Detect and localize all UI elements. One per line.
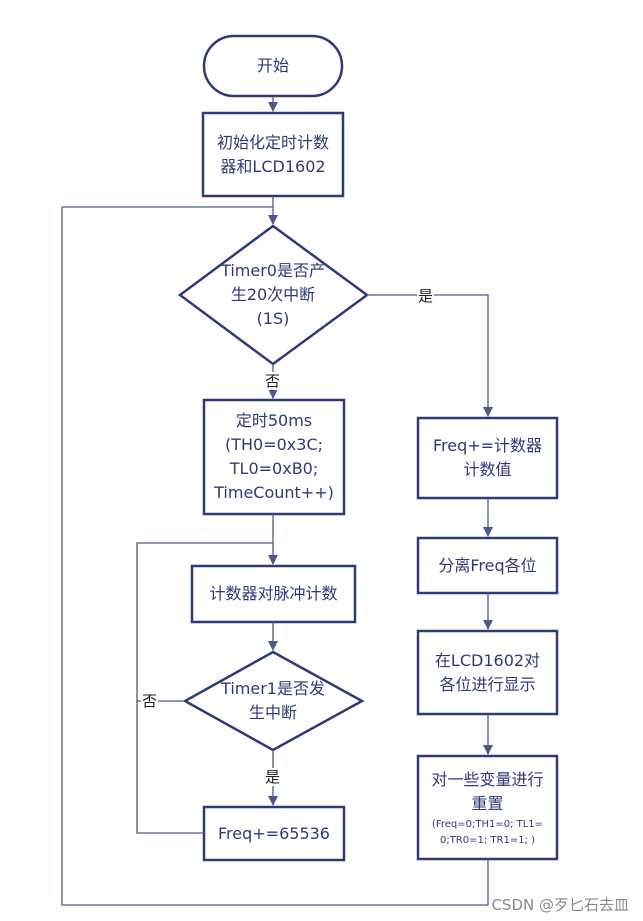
timer-label: 定时50ms (TH0=0x3C; TL0=0xB0; TimeCount++): [204, 400, 344, 514]
reset-text-line2: 重置: [471, 793, 504, 813]
freq-count-text-line1: Freq+=计数器: [432, 436, 543, 455]
count-pulse-box: [190, 564, 357, 624]
init-label: 初始化定时计数 器和LCD1602: [203, 113, 343, 196]
freq-count-label: Freq+=计数器 计数值: [418, 418, 557, 498]
reset-detail-line1: (Freq=0;TH1=0; TL1=: [431, 818, 544, 830]
timer-text-line3: TL0=0xB0;: [229, 459, 319, 478]
decision1-text-line2: 生中断: [248, 703, 297, 722]
display-box: [416, 629, 559, 716]
freq-add-text: Freq+=65536: [218, 823, 330, 843]
init-box: [201, 111, 345, 198]
count-pulse-label: 计数器对脉冲计数: [192, 566, 355, 622]
decision0-text-line2: 生20次中断: [230, 285, 316, 304]
freq-count-text-line2: 计数值: [463, 460, 512, 479]
decision-timer0-label: Timer0是否产 生20次中断 (1S): [200, 254, 346, 336]
edge-decision0-yes: [367, 294, 493, 417]
edge-reset-main-loop: [61, 206, 489, 906]
timer-text-line4: TimeCount++): [214, 483, 334, 502]
init-text-line2: 器和LCD1602: [220, 156, 326, 176]
start-text: 开始: [256, 56, 289, 75]
edge-label-no-timer1: 否: [141, 692, 159, 710]
display-text-line1: 在LCD1602对: [434, 650, 541, 670]
count-pulse-text: 计数器对脉冲计数: [209, 584, 338, 603]
timer-text-line1: 定时50ms: [235, 411, 313, 430]
separate-text: 分离Freq各位: [438, 555, 537, 575]
display-text-line2: 各位进行显示: [439, 674, 536, 694]
reset-box: [416, 754, 559, 861]
edge-freqadd-back: [136, 701, 204, 834]
edge-label-yes-timer0: 是: [417, 287, 435, 305]
decision0-text-line3: (1S): [256, 309, 290, 328]
display-label: 在LCD1602对 各位进行显示: [418, 631, 557, 714]
timer-box: [202, 398, 346, 516]
freq-add-label: Freq+=65536: [204, 807, 344, 860]
reset-label: 对一些变量进行 重置 (Freq=0;TH1=0; TL1= 0;TR0=1; …: [418, 756, 557, 859]
edge-decision1-no-loop: [136, 542, 273, 702]
timer-text-line2: (TH0=0x3C;: [224, 435, 324, 454]
decision1-text-line1: Timer1是否发: [221, 679, 325, 698]
start-label: 开始: [204, 36, 342, 96]
separate-label: 分离Freq各位: [418, 538, 557, 593]
edge-label-yes-timer1: 是: [264, 768, 282, 786]
decision-timer1-label: Timer1是否发 生中断: [205, 675, 341, 727]
watermark: CSDN @歹匕石去皿: [491, 894, 629, 915]
reset-detail-line2: 0;TR0=1; TR1=1; ): [439, 834, 536, 846]
init-text-line1: 初始化定时计数: [216, 132, 329, 152]
reset-text-line1: 对一些变量进行: [431, 769, 544, 789]
decision0-text-line1: Timer0是否产: [221, 261, 325, 280]
edge-label-no-timer0: 否: [264, 372, 282, 390]
freq-count-box: [416, 416, 559, 500]
separate-box: [416, 536, 559, 595]
